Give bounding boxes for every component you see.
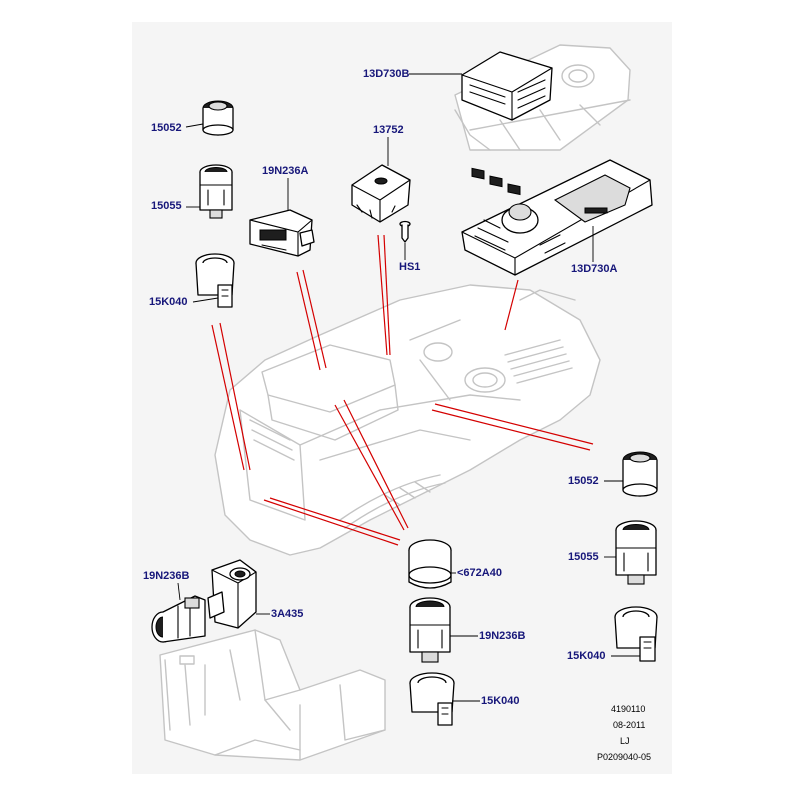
part-label-13d730b: 13D730B: [363, 68, 410, 80]
gear-selector-panel-13d730a: [461, 159, 653, 276]
reference-initials: LJ: [620, 736, 630, 746]
location-lines: [211, 234, 594, 546]
reference-number: 4190110: [611, 704, 646, 714]
centre-console-outline: [214, 284, 601, 556]
part-label-19n236b-left: 19N236B: [143, 570, 190, 582]
part-label-19n236b-center: 19N236B: [479, 630, 526, 642]
bracket-3a435: [207, 559, 257, 629]
socket-19n236b-center: [409, 597, 451, 663]
socket-15055-right: [615, 520, 657, 585]
holder-15k040-left: [195, 253, 235, 308]
screw-hs1: [399, 220, 411, 243]
trim-cover-13752: [351, 164, 411, 223]
reference-date: 08-2011: [613, 720, 646, 730]
part-label-15052-right: 15052: [568, 475, 599, 487]
part-label-15k040-right: 15K040: [567, 650, 606, 662]
part-label-672a40: <672A40: [457, 567, 502, 579]
reference-code: P0209040-05: [597, 752, 652, 762]
cap-15052-right: [622, 451, 658, 497]
cap-672a40: [408, 539, 452, 589]
cap-15052-left: [202, 100, 234, 136]
holder-15k040-right: [614, 606, 658, 662]
socket-19n236b-left: [151, 595, 206, 643]
part-label-3a435: 3A435: [271, 608, 304, 620]
part-label-15052-left: 15052: [151, 122, 182, 134]
loadspace-outline: [159, 629, 386, 761]
part-label-15055-right: 15055: [568, 551, 599, 563]
leader-lines: [177, 73, 640, 702]
part-label-13d730a: 13D730A: [571, 263, 618, 275]
part-label-13752: 13752: [373, 124, 404, 136]
part-label-hs1: HS1: [399, 261, 421, 273]
switch-pack-13d730b: [461, 51, 553, 196]
part-label-15055-left: 15055: [151, 200, 182, 212]
usb-socket-19n236a: [249, 209, 315, 257]
part-label-15k040-left: 15K040: [149, 296, 188, 308]
part-label-15k040-bottom: 15K040: [481, 695, 520, 707]
socket-15055-left: [199, 164, 233, 219]
holder-15k040-center: [409, 672, 455, 726]
part-label-19n236a: 19N236A: [262, 165, 309, 177]
